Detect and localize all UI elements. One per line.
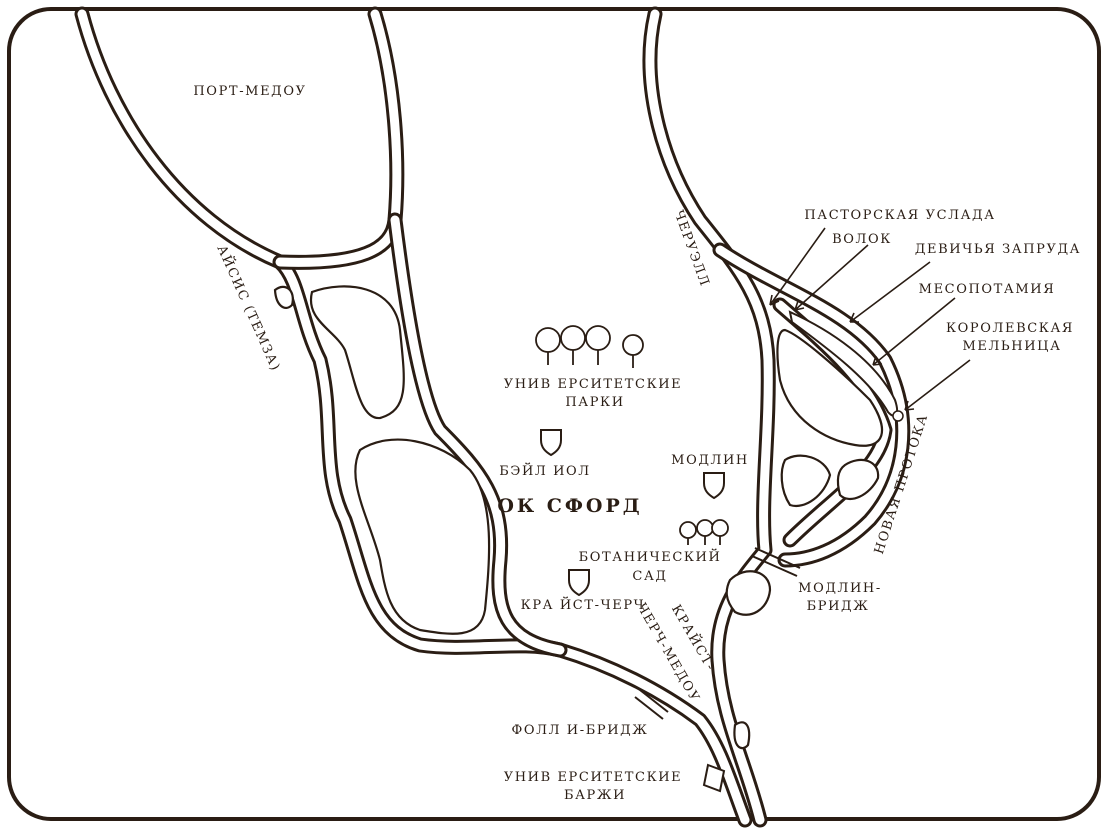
label-magdalen-bridge-2: БРИДЖ xyxy=(807,599,870,614)
label-mesopotamia: МЕСОПОТАМИЯ xyxy=(919,282,1056,297)
callout-arrows xyxy=(769,227,971,411)
shield-icon-christ-church xyxy=(568,569,590,597)
tree-icon xyxy=(711,519,729,545)
islands xyxy=(273,285,884,750)
label-balliol: БЭЙЛ ИОЛ xyxy=(499,462,590,479)
label-port-meadow: ПОРТ-МЕДОУ xyxy=(193,84,306,99)
folly-bridge xyxy=(639,689,669,713)
label-kings-mill-2: МЕЛЬНИЦА xyxy=(962,339,1061,354)
tree-icons xyxy=(535,325,729,545)
label-oxford: ОК СФОРД xyxy=(497,495,642,517)
shield-icon-balliol xyxy=(540,429,562,457)
label-botanic-2: САД xyxy=(632,569,667,584)
label-folly-bridge: ФОЛЛ И-БРИДЖ xyxy=(511,723,648,738)
barges-icon xyxy=(702,763,726,793)
label-parsons-pleasure: ПАСТОРСКАЯ УСЛАДА xyxy=(804,208,995,223)
label-botanic-1: БОТАНИЧЕСКИЙ xyxy=(579,548,722,565)
tree-icon xyxy=(560,325,586,365)
label-dames-delight: ДЕВИЧЬЯ ЗАПРУДА xyxy=(915,242,1081,257)
tree-icon xyxy=(585,325,611,365)
label-barges-2: БАРЖИ xyxy=(564,788,626,803)
tree-icon xyxy=(622,334,644,368)
shield-icons xyxy=(540,429,726,793)
label-magdalen-bridge-1: МОДЛИН- xyxy=(798,581,882,596)
label-univ-parks-1: УНИВ ЕРСИТЕТСКИЕ xyxy=(504,377,683,392)
label-rollers: ВОЛОК xyxy=(832,232,892,247)
label-magdalen: МОДЛИН xyxy=(671,453,749,468)
label-univ-parks-2: ПАРКИ xyxy=(565,395,624,410)
tree-icon xyxy=(679,521,697,545)
label-barges-1: УНИВ ЕРСИТЕТСКИЕ xyxy=(504,770,683,785)
magdalen-bridge xyxy=(754,547,801,569)
bridges xyxy=(634,547,801,720)
tree-icon xyxy=(535,327,561,365)
map-border xyxy=(7,7,1101,821)
kings-mill-marker xyxy=(892,410,904,422)
label-kings-mill-1: КОРОЛЕВСКАЯ xyxy=(946,321,1074,336)
shield-icon-magdalen xyxy=(703,472,725,500)
label-christ-church: КРА ЙСТ-ЧЕРЧ xyxy=(521,596,646,613)
